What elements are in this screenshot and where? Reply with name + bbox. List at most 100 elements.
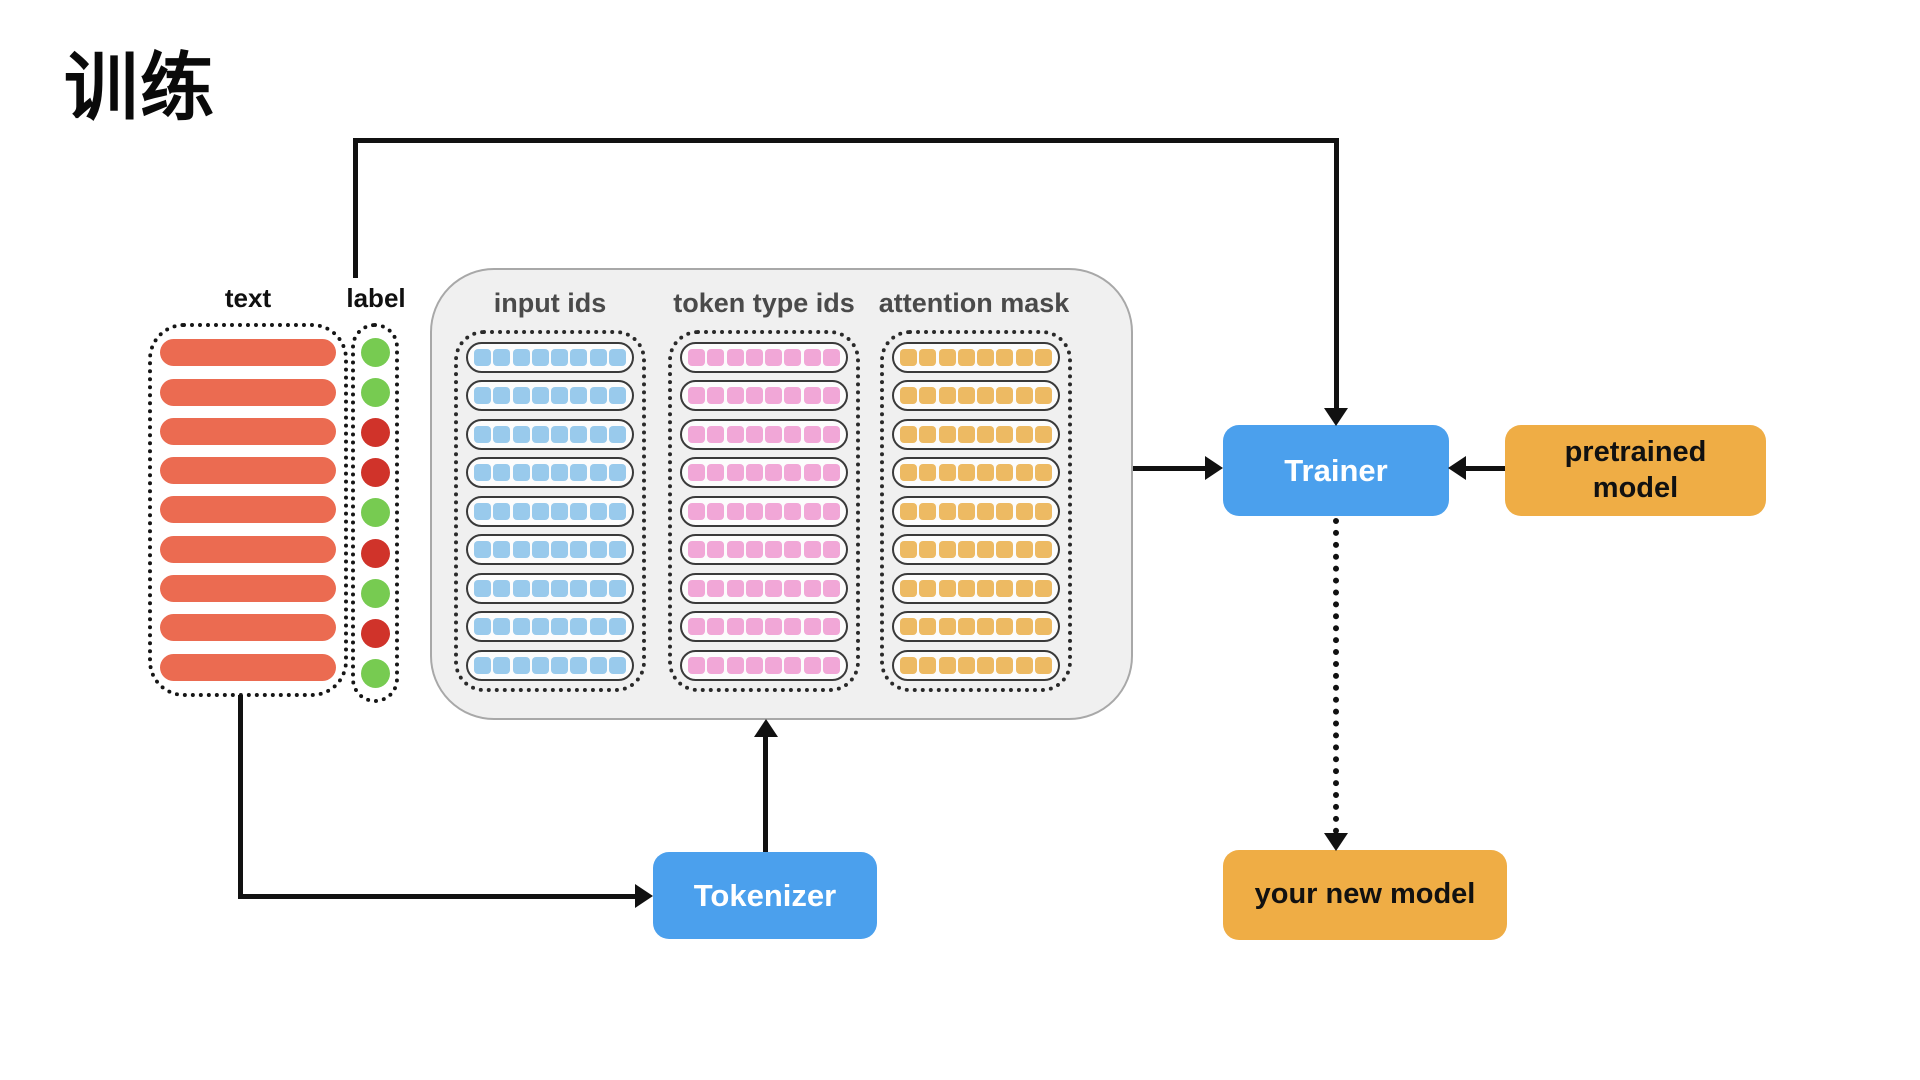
attention-mask-cell	[1015, 387, 1033, 404]
attention-mask-cell	[996, 348, 1014, 366]
attention-mask-cell	[919, 425, 937, 443]
token-type-ids-cell	[745, 348, 763, 366]
attention-mask-cell	[1015, 541, 1033, 558]
token-type-ids-cell	[822, 656, 840, 674]
input-ids-cell	[570, 425, 588, 443]
text-row-bar	[160, 614, 336, 642]
input-ids-cell	[608, 464, 626, 481]
attention-mask-cell	[900, 387, 918, 404]
input-ids-cell	[512, 656, 530, 674]
input-ids-row	[466, 457, 634, 488]
arrowhead-into-panel-bottom	[754, 719, 778, 737]
label-circle-red	[360, 418, 390, 448]
input-ids-column	[454, 330, 646, 692]
input-ids-cell	[608, 541, 626, 558]
token-type-ids-cell	[803, 425, 821, 443]
input-ids-cell	[589, 425, 607, 443]
token-type-ids-cell	[688, 425, 706, 443]
attention-mask-cell	[1015, 656, 1033, 674]
input-ids-cell	[551, 348, 569, 366]
input-ids-cell	[589, 464, 607, 481]
attention-mask-cell	[996, 656, 1014, 674]
token-type-ids-cell	[803, 348, 821, 366]
attention-mask-cell	[996, 387, 1014, 404]
input-ids-cell	[551, 464, 569, 481]
attention-mask-cell	[900, 502, 918, 520]
attention-mask-cell	[957, 656, 975, 674]
input-ids-cell	[570, 387, 588, 404]
text-row-bar	[160, 653, 336, 681]
attention-mask-cell	[957, 502, 975, 520]
token-type-ids-cell	[726, 618, 744, 635]
attention-mask-cell	[919, 502, 937, 520]
connector-trainer-down-line	[1334, 138, 1339, 410]
attention-mask-row	[892, 380, 1060, 411]
token-type-ids-cell	[745, 541, 763, 558]
input-ids-cell	[608, 579, 626, 597]
input-ids-cell	[474, 502, 492, 520]
token-type-ids-column	[668, 330, 860, 692]
token-type-ids-cell	[765, 425, 783, 443]
token-type-ids-cell	[688, 618, 706, 635]
attention-mask-row	[892, 611, 1060, 642]
attention-mask-cell	[977, 425, 995, 443]
input-ids-cell	[512, 425, 530, 443]
attention-mask-cell	[919, 348, 937, 366]
token-type-ids-cell	[765, 464, 783, 481]
connector-top-horizontal-line	[353, 138, 1339, 143]
token-type-ids-cell	[688, 464, 706, 481]
token-type-ids-cell	[745, 618, 763, 635]
input-ids-cell	[551, 656, 569, 674]
token-type-ids-cell	[707, 502, 725, 520]
token-type-ids-cell	[803, 579, 821, 597]
token-type-ids-cell	[765, 579, 783, 597]
input-ids-cell	[570, 656, 588, 674]
attention-mask-cell	[1015, 348, 1033, 366]
pretrained-model-node: pretrained model	[1505, 425, 1766, 516]
token-type-ids-cell	[707, 579, 725, 597]
input-ids-cell	[512, 348, 530, 366]
token-type-ids-cell	[726, 579, 744, 597]
attention-mask-cell	[977, 656, 995, 674]
token-type-ids-cell	[726, 348, 744, 366]
label-circle-green	[360, 658, 390, 688]
input-ids-cell	[493, 541, 511, 558]
connector-bottom-horizontal-line	[238, 894, 638, 899]
input-ids-cell	[493, 348, 511, 366]
attention-mask-cell	[919, 464, 937, 481]
input-ids-cell	[512, 618, 530, 635]
token-type-ids-row	[680, 572, 848, 604]
input-ids-cell	[474, 618, 492, 635]
attention-mask-cell	[1034, 387, 1052, 404]
token-type-ids-cell	[765, 502, 783, 520]
attention-mask-cell	[957, 464, 975, 481]
input-ids-cell	[551, 541, 569, 558]
input-ids-cell	[570, 541, 588, 558]
input-ids-cell	[531, 464, 549, 481]
text-row-bar	[160, 378, 336, 406]
input-ids-cell	[551, 579, 569, 597]
token-type-ids-cell	[765, 387, 783, 404]
input-ids-cell	[608, 387, 626, 404]
token-type-ids-cell	[726, 502, 744, 520]
input-ids-cell	[551, 502, 569, 520]
token-type-ids-cell	[803, 502, 821, 520]
arrowhead-into-your-new-model	[1324, 833, 1348, 851]
token-type-ids-cell	[707, 387, 725, 404]
label-circle-green	[360, 338, 390, 368]
input-ids-cell	[589, 348, 607, 366]
input-ids-cell	[608, 618, 626, 635]
token-type-ids-cell	[726, 425, 744, 443]
input-ids-cell	[608, 656, 626, 674]
token-type-ids-header: token type ids	[673, 288, 855, 318]
attention-mask-cell	[1015, 502, 1033, 520]
attention-mask-cell	[957, 425, 975, 443]
input-ids-cell	[493, 579, 511, 597]
input-ids-row	[466, 341, 634, 373]
input-ids-row	[466, 572, 634, 604]
input-ids-cell	[512, 464, 530, 481]
attention-mask-cell	[938, 656, 956, 674]
input-ids-cell	[493, 502, 511, 520]
attention-mask-cell	[957, 387, 975, 404]
token-type-ids-row	[680, 649, 848, 681]
